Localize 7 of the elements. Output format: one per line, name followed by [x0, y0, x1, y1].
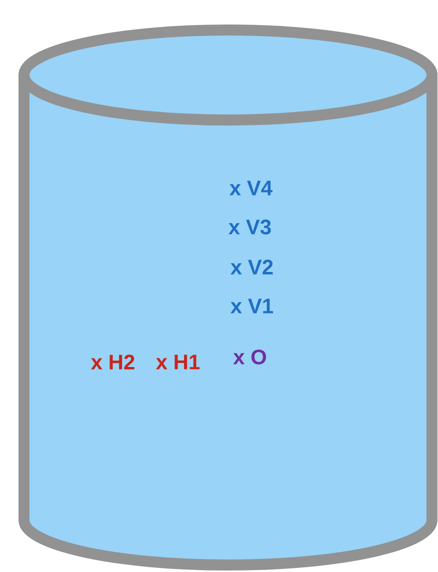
point-label: x V3	[228, 220, 271, 234]
point-label: x V2	[230, 260, 273, 274]
point-label: x V4	[230, 180, 272, 196]
point-label: x V1	[230, 298, 273, 314]
point-label: x H1	[156, 354, 200, 370]
point-label: x O	[233, 350, 266, 364]
point-label: x H2	[90, 354, 134, 370]
